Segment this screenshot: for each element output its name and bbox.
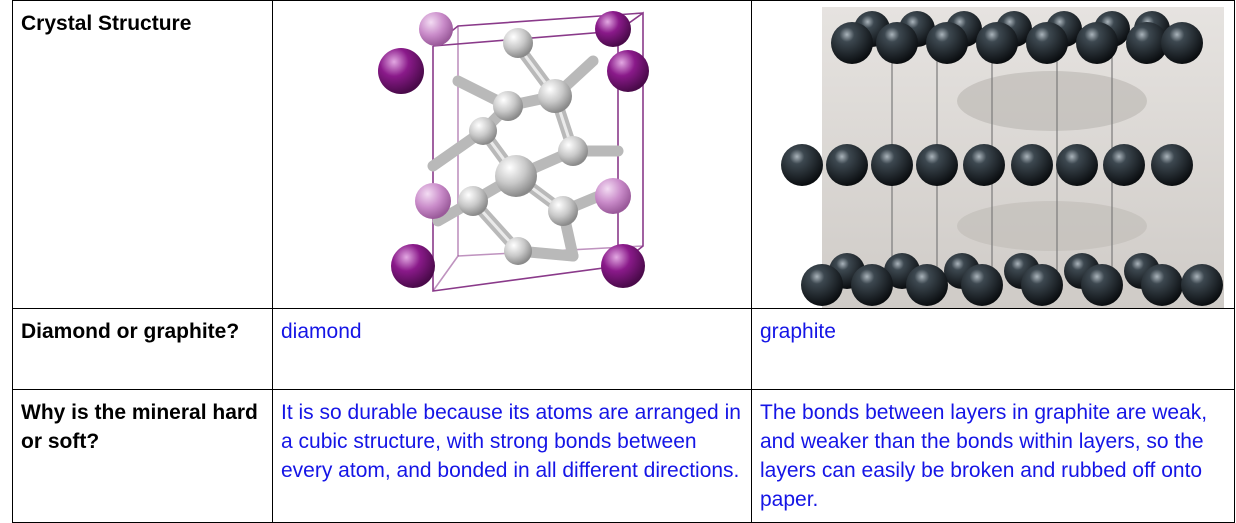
answer-graphite: graphite [751,308,1235,390]
graphite-atom [826,144,868,186]
label-diamond-or-graphite: Diamond or graphite? [12,308,273,390]
graphite-atom [781,144,823,186]
graphite-atom [876,22,918,64]
graphite-atom [1141,264,1183,306]
explanation-diamond: It is so durable because its atoms are a… [272,389,752,523]
answer-diamond: diamond [272,308,752,390]
row-crystal-structure: Crystal Structure [12,0,1235,309]
graphite-structure-image [751,0,1235,309]
row-diamond-or-graphite: Diamond or graphite? diamond graphite [12,308,1235,390]
graphite-atom [1103,144,1145,186]
diamond-lattice-illustration [378,11,649,292]
graphite-atom [1081,264,1123,306]
graphite-atom [1056,144,1098,186]
label-hard-or-soft: Why is the mineral hard or soft? [12,389,273,523]
graphite-atoms [781,11,1223,306]
explanation-graphite: The bonds between layers in graphite are… [751,389,1235,523]
graphite-atom [871,144,913,186]
properties-table: Crystal Structure [12,0,1235,523]
graphite-atom [1181,264,1223,306]
graphite-atom [1151,144,1193,186]
graphite-atom [976,22,1018,64]
graphite-atom [961,264,1003,306]
row-hard-or-soft: Why is the mineral hard or soft? It is s… [12,389,1235,523]
graphite-atom [851,264,893,306]
graphite-layers-photo [781,7,1224,308]
graphite-atom [1026,22,1068,64]
label-crystal-structure: Crystal Structure [12,0,273,309]
graphite-atom [963,144,1005,186]
graphite-atom [1161,22,1203,64]
graphite-atom [1011,144,1053,186]
graphite-atom [1076,22,1118,64]
graphite-atom [831,22,873,64]
graphite-atom [801,264,843,306]
diamond-structure-image [272,0,752,309]
graphite-atom [916,144,958,186]
graphite-atom [906,264,948,306]
graphite-atom [1126,22,1168,64]
graphite-atom [926,22,968,64]
graphite-atom [1021,264,1063,306]
